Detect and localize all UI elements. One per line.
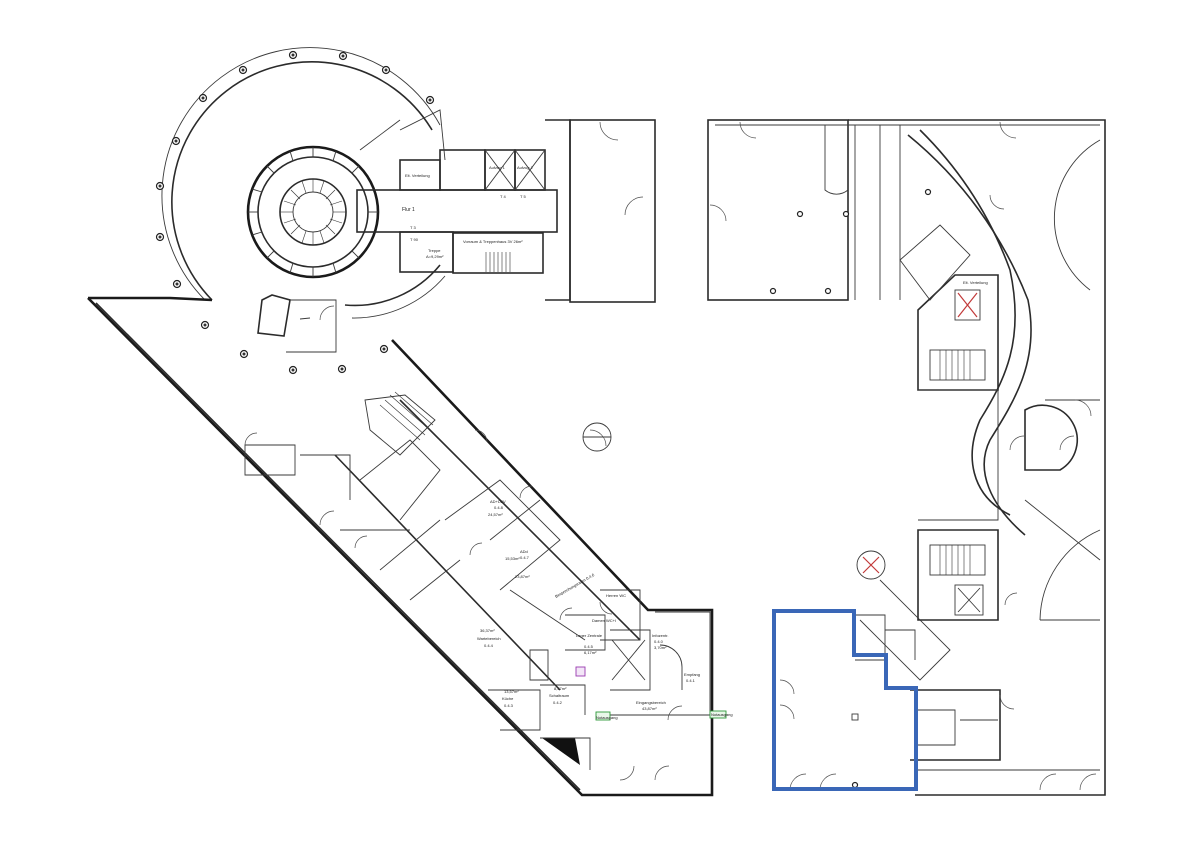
label-warte-code: 0.4.4 [484, 643, 494, 648]
label-schalt-area: 8,57m² [554, 686, 567, 691]
label-lager-code: 0.4.5 [584, 644, 594, 649]
label-adv-code: 0.4.8 [494, 505, 504, 510]
label-zentrale-code: 0.4.0 [654, 639, 664, 644]
label-elt-verteilung: Elt. Verteilung [405, 173, 430, 178]
label-lager-area: 6,17m² [584, 650, 597, 655]
label-zentrale: Infozentr. [652, 633, 668, 638]
label-zentrale-area: 3,70m² [654, 645, 667, 650]
label-t90: T 90 [410, 237, 419, 242]
label-kueche: Küche [502, 696, 514, 701]
label-adv2-area: 15,53m² [505, 556, 520, 561]
label-t4: T 4 [500, 194, 506, 199]
diagonal-wing [87, 296, 727, 797]
label-empfang-code: 0.4.1 [686, 678, 696, 683]
label-eingang-area: 43,87m² [642, 706, 657, 711]
label-eingang: Eingangsbereich [636, 700, 666, 705]
label-aufzug2: Aufzug 2 [517, 165, 534, 170]
label-lager: Lager Zentrale [576, 633, 603, 638]
label-schalt-code: 0.4.2 [553, 700, 563, 705]
label-herren: Herren WC [606, 593, 626, 598]
label-kueche-area: 13,57m² [504, 689, 519, 694]
right-wing [707, 119, 1106, 796]
label-notausgang-2: Notausgang [711, 712, 733, 717]
label-t5: T 5 [520, 194, 526, 199]
highlighted-unit[interactable] [772, 609, 918, 791]
label-aufzug1: Aufzug 1 [489, 165, 506, 170]
label-damen: Damen WC+I [592, 618, 616, 623]
label-warte-area: 36,37m² [480, 628, 495, 633]
rotunda [155, 47, 446, 375]
label-wartebereich: Wartebereich [477, 636, 501, 641]
label-treppe-area: A=9,29m² [426, 254, 444, 259]
label-notausgang: Notausgang [596, 715, 618, 720]
label-adv: AD+D2V [490, 499, 506, 504]
label-treppe: Treppe [428, 248, 441, 253]
label-area-2387: 23,87m² [515, 574, 530, 579]
label-vorraum: Vorraum & Treppenhaus 3V 26m² [463, 239, 523, 244]
label-schaltraum: Schaltraum [549, 693, 570, 698]
label-elt-verteilung-2: Elt. Verteilung [963, 280, 988, 285]
label-adv-area: 24,57m² [488, 512, 503, 517]
label-t3: T 3 [410, 225, 416, 230]
label-empfang: Empfang [684, 672, 700, 677]
label-flur1: Flur 1 [402, 207, 415, 213]
label-adv2-code: 0.4.7 [520, 555, 530, 560]
label-kueche-code: 0.4.3 [504, 703, 514, 708]
label-adv2: ADd [520, 549, 528, 554]
corridor-flur1 [356, 109, 656, 303]
